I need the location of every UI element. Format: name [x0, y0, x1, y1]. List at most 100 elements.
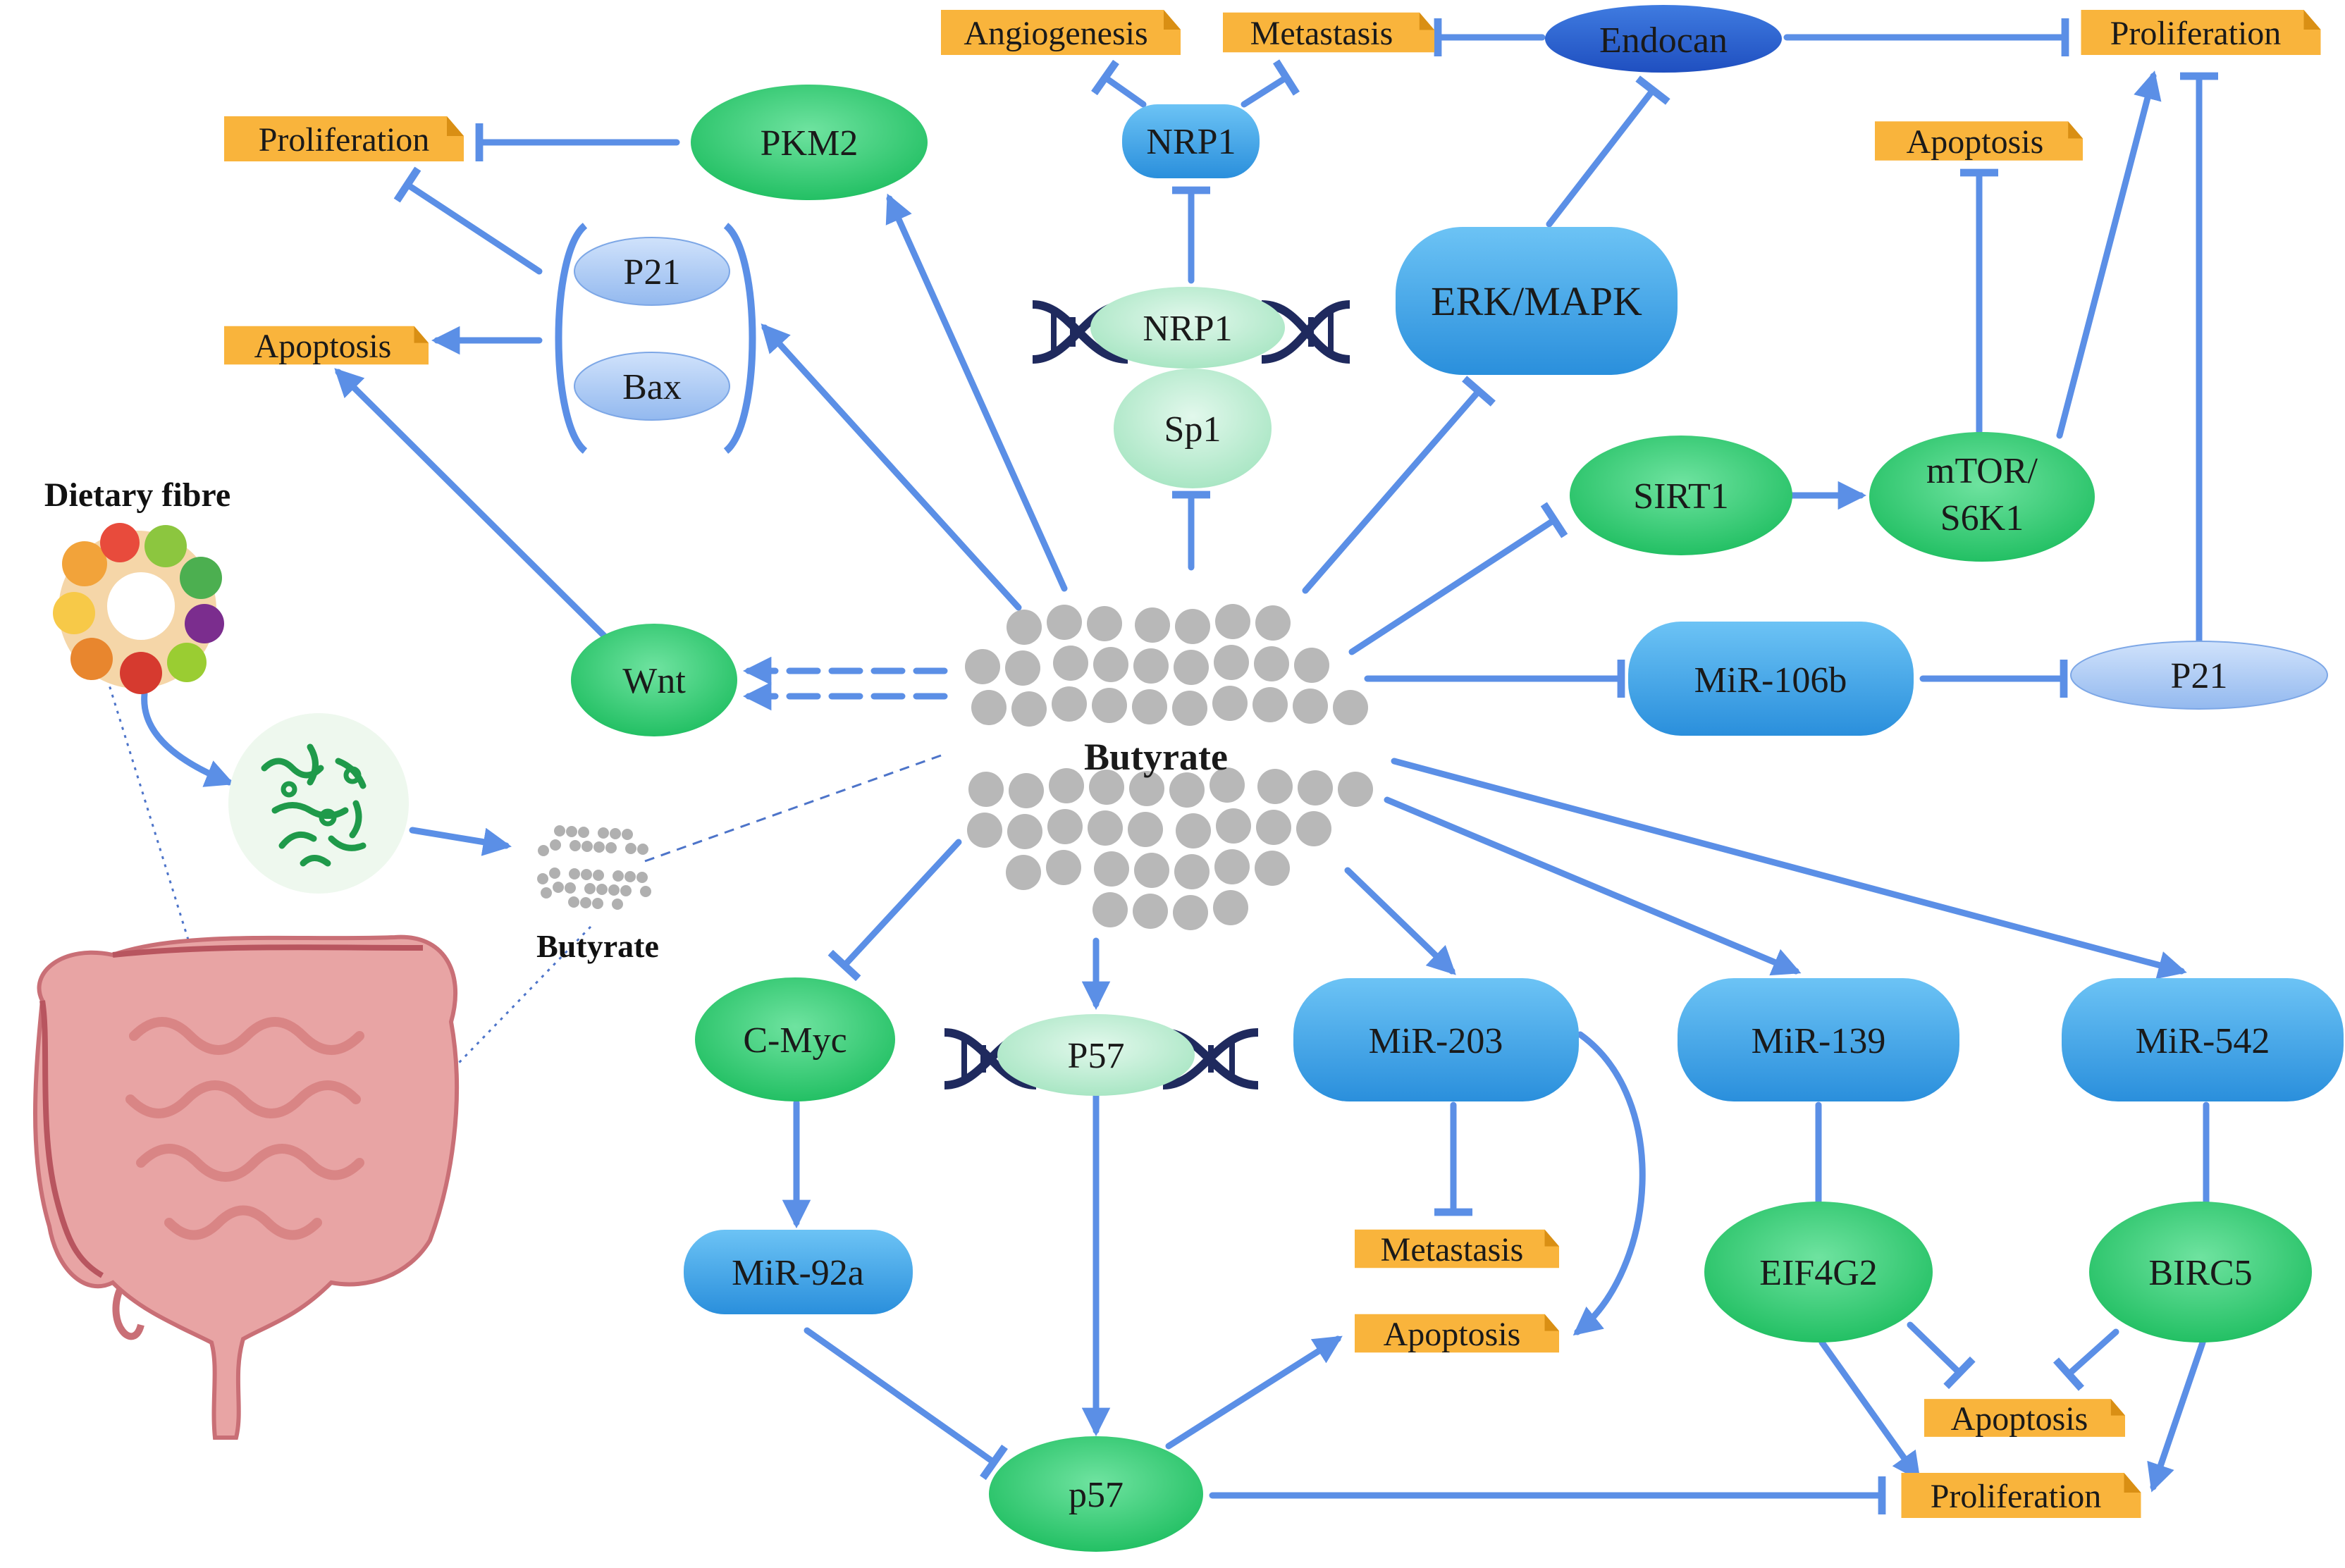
- butyrate-molecule: [598, 827, 609, 839]
- butyrate-small-label: Butyrate: [536, 928, 659, 964]
- butyrate-molecule: [580, 897, 591, 908]
- intestine-image: [33, 934, 460, 1440]
- butyrate-molecule: [1132, 689, 1167, 724]
- butyrate-molecule: [1053, 646, 1088, 681]
- node-mir542: MiR-542: [2062, 978, 2344, 1101]
- butyrate-molecule: [554, 825, 565, 837]
- butyrate-molecule: [622, 829, 633, 840]
- butyrate-molecule: [1128, 812, 1163, 847]
- butyrate-molecule: [581, 841, 593, 852]
- butyrate-molecule: [636, 872, 648, 883]
- node-birc5-label: BIRC5: [2148, 1253, 2252, 1293]
- node-mtor-s6k1: mTOR/ S6K1: [1869, 432, 2095, 562]
- butyrate-molecule: [613, 870, 624, 882]
- edge-wnt-apoptosis: [334, 368, 610, 641]
- bracket-left: [555, 223, 588, 454]
- bracket-right: [723, 223, 756, 454]
- butyrate-molecule: [1293, 689, 1328, 724]
- butyrate-molecule: [1009, 773, 1044, 808]
- butyrate-molecule: [570, 840, 581, 851]
- tag-metastasis-mid: Metastasis: [1355, 1229, 1559, 1268]
- butyrate-molecule: [593, 870, 604, 881]
- butyrate-molecule: [592, 898, 603, 909]
- node-nrp1-top-label: NRP1: [1146, 122, 1236, 162]
- edge-p21-proliferation: [393, 166, 543, 275]
- butyrate-molecule: [1252, 687, 1288, 722]
- butyrate-molecule: [537, 873, 548, 884]
- node-eif4g2: EIF4G2: [1704, 1202, 1933, 1342]
- tag-angiogenesis: Angiogenesis: [941, 10, 1181, 55]
- node-p21-top-label: P21: [624, 252, 681, 292]
- edge-mtor-proliferation: [2056, 70, 2162, 439]
- edge-erk-endocan: [1546, 75, 1670, 228]
- tag-apoptosis-mid: Apoptosis: [1355, 1314, 1559, 1353]
- guide-fibre-gut: [101, 662, 289, 1261]
- butyrate-molecule: [1006, 855, 1041, 890]
- butyrate-molecule: [1210, 767, 1245, 803]
- butyrate-molecule: [1294, 648, 1329, 683]
- edge-butyrate-p21bax: [761, 323, 1022, 611]
- butyrate-molecule: [1256, 810, 1291, 845]
- butyrate-molecule: [1092, 688, 1127, 723]
- node-sp1-label: Sp1: [1164, 409, 1221, 450]
- butyrate-molecule: [1129, 771, 1164, 806]
- butyrate-molecule: [1216, 808, 1251, 844]
- tag-apoptosis-bottom-right-text: Apoptosis: [1951, 1400, 2088, 1438]
- gut-bacteria-image: [228, 713, 409, 894]
- butyrate-molecule: [1094, 851, 1129, 887]
- tag-apoptosis-bottom-right: Apoptosis: [1924, 1399, 2125, 1438]
- node-sp1: Sp1: [1114, 369, 1272, 488]
- butyrate-molecule: [1047, 605, 1082, 640]
- butyrate-molecule: [1133, 894, 1168, 929]
- node-mir203: MiR-203: [1293, 978, 1579, 1101]
- butyrate-molecule: [1255, 605, 1291, 641]
- edges: [141, 18, 2225, 1514]
- node-endocan-label: Endocan: [1599, 20, 1728, 61]
- node-mir92a-label: MiR-92a: [732, 1253, 864, 1293]
- tag-proliferation-top-right: Proliferation: [2081, 10, 2321, 55]
- butyrate-molecule: [1214, 645, 1249, 680]
- butyrate-molecule: [541, 887, 552, 899]
- butyrate-molecule: [1296, 811, 1331, 846]
- tag-proliferation-bottom-right: Proliferation: [1901, 1473, 2141, 1518]
- butyrate-molecule: [610, 828, 621, 839]
- butyrate-molecule: [538, 845, 549, 856]
- butyrate-molecule: [1133, 648, 1169, 684]
- edge-mir92a-p57: [804, 1327, 1008, 1481]
- node-mir139: MiR-139: [1678, 978, 1959, 1101]
- butyrate-molecule: [566, 826, 577, 837]
- butyrate-molecule: [1174, 650, 1209, 685]
- node-nrp1-top: NRP1: [1122, 104, 1260, 178]
- node-nrp1-dna: NRP1: [1090, 287, 1285, 369]
- node-mir92a: MiR-92a: [684, 1230, 913, 1314]
- butyrate-molecule: [625, 843, 636, 854]
- tag-apoptosis-top-right-text: Apoptosis: [1907, 123, 2044, 161]
- edge-eif4g2-proliferation: [1818, 1339, 1921, 1481]
- node-sirt1-label: SIRT1: [1633, 476, 1729, 517]
- edge-butyrate-mir203: [1344, 867, 1456, 975]
- node-erk-mapk-label: ERK/MAPK: [1431, 278, 1642, 324]
- butyrate-molecule: [578, 827, 589, 838]
- tag-angiogenesis-text: Angiogenesis: [964, 15, 1147, 52]
- butyrate-molecule: [1213, 890, 1248, 925]
- node-mir139-label: MiR-139: [1752, 1021, 1886, 1061]
- edge-butyrate-mir139: [1384, 796, 1802, 976]
- butyrate-molecule: [1089, 770, 1124, 805]
- node-cmyc-label: C-Myc: [743, 1020, 847, 1061]
- node-p57-label: p57: [1069, 1475, 1124, 1515]
- node-endocan: Endocan: [1545, 5, 1782, 73]
- butyrate-molecule: [624, 871, 636, 882]
- node-p21-right-label: P21: [2171, 656, 2228, 696]
- butyrate-molecule: [1049, 768, 1084, 803]
- butyrate-molecule: [637, 844, 648, 855]
- butyrate-molecule: [1134, 853, 1169, 888]
- guide-butyrate-zoom: [644, 754, 942, 863]
- butyrate-molecule: [1298, 770, 1333, 805]
- edge-butyrate-sirt1: [1348, 502, 1568, 655]
- butyrate-molecule: [549, 868, 560, 879]
- tag-metastasis-mid-text: Metastasis: [1381, 1231, 1524, 1268]
- butyrate-molecule: [1333, 690, 1368, 725]
- node-p57-dna-label: P57: [1068, 1036, 1125, 1076]
- butyrate-molecule: [605, 842, 617, 853]
